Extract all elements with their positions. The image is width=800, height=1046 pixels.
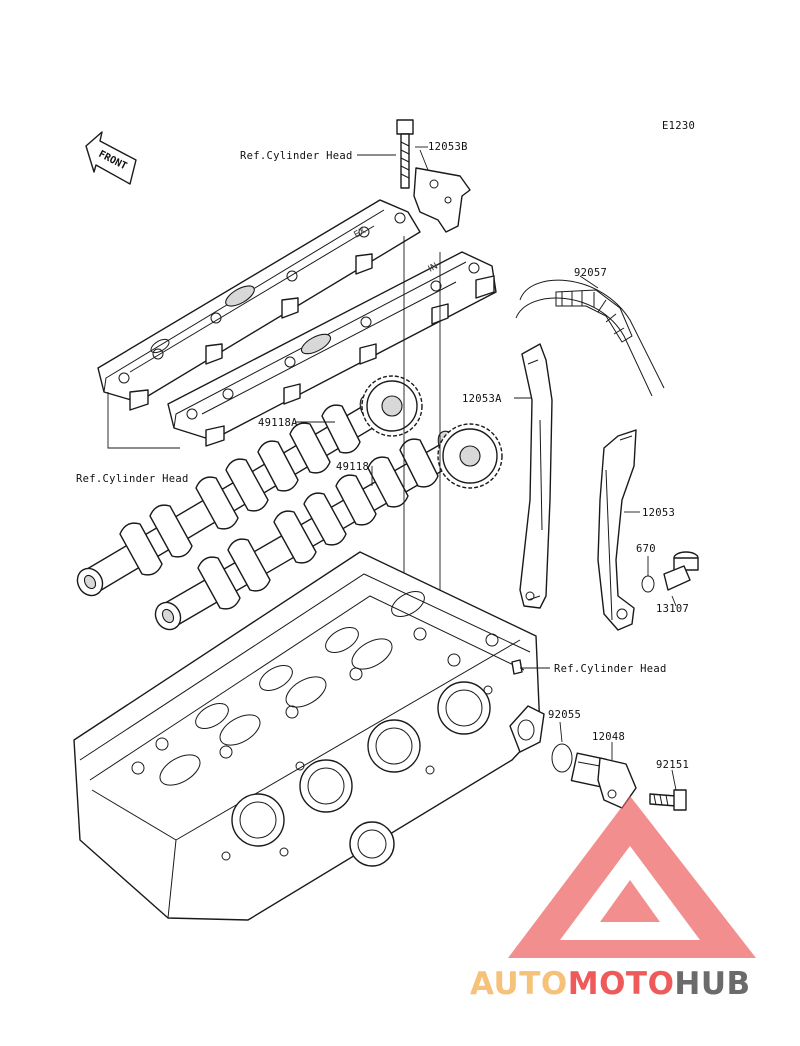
- pivot-bolt-13107: [663, 551, 699, 591]
- part-12053B-label: 12053B: [428, 141, 468, 153]
- part-92055-label: 92055: [548, 709, 581, 721]
- part-13107-label: 13107: [656, 603, 689, 615]
- cam-chain-92057: [515, 279, 665, 397]
- part-12048-label: 12048: [592, 731, 625, 743]
- svg-text:IN: IN: [427, 261, 440, 274]
- watermark-text-moto: MOTO: [568, 966, 675, 1002]
- sprocket-intake: [437, 423, 503, 489]
- diagram-code: E1230: [662, 120, 695, 132]
- sprocket-exhaust: [361, 375, 423, 437]
- part-670-label: 670: [636, 543, 656, 555]
- camshaft-cap-exhaust: EX: [97, 199, 421, 411]
- camshaft-49118A: [76, 394, 387, 597]
- part-92151-label: 92151: [656, 759, 689, 771]
- watermark-text-hub: HUB: [674, 966, 750, 1002]
- guide-bracket-12053B: [413, 167, 471, 233]
- ref-cylinder-head-right-label: Ref.Cylinder Head: [554, 663, 667, 675]
- o-ring-670: [641, 575, 655, 593]
- part-49118-label: 49118: [336, 461, 369, 473]
- chain-guide-12053A: [519, 343, 553, 609]
- chain-tensioner-12048: [570, 752, 637, 809]
- watermark-triangle-core: [600, 880, 660, 922]
- ref-cylinder-head-left-label: Ref.Cylinder Head: [76, 473, 189, 485]
- o-ring-92055: [551, 743, 573, 773]
- watermark-text: AUTOMOTOHUB: [470, 966, 751, 1002]
- bolt-92151: [649, 789, 687, 811]
- part-92057-label: 92057: [574, 267, 607, 279]
- chain-guide-12053: [597, 429, 637, 631]
- part-12053A-label: 12053A: [462, 393, 502, 405]
- cylinder-head: [73, 551, 545, 921]
- part-12053-label: 12053: [642, 507, 675, 519]
- watermark-logo: [508, 796, 756, 958]
- exhaust-ports: [221, 681, 493, 867]
- watermark-text-auto: AUTO: [470, 966, 568, 1002]
- bolt-cylinder-head: [396, 119, 414, 189]
- ref-cylinder-head-top-label: Ref.Cylinder Head: [240, 150, 353, 162]
- front-arrow-icon: FRONT: [85, 131, 137, 185]
- part-49118A-label: 49118A: [258, 417, 298, 429]
- camshaft-cap-intake: IN: [167, 251, 497, 447]
- valve-pockets: [131, 591, 499, 786]
